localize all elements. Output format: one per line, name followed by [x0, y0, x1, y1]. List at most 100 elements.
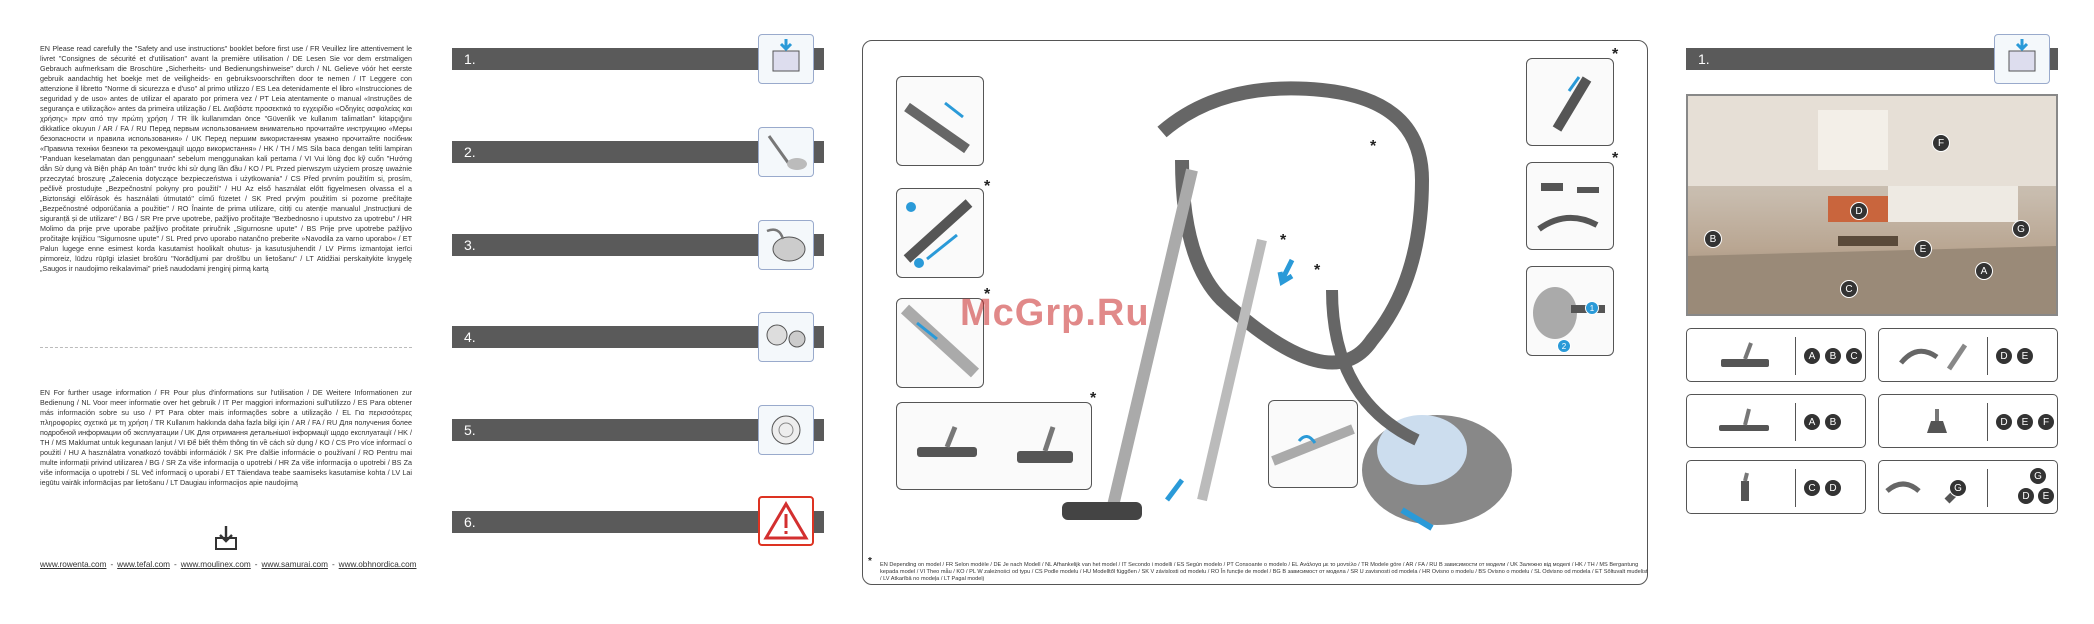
model-asterisk: *: [1612, 46, 1619, 63]
surface-badge: C: [1845, 347, 1863, 365]
room-badge-a: A: [1975, 262, 1993, 280]
model-asterisk: *: [984, 286, 991, 303]
accessory-parquet-head: A B: [1686, 394, 1866, 448]
room-badge-c: C: [1840, 280, 1858, 298]
assembly-diagram: [862, 40, 1648, 585]
step-label: 4.: [464, 329, 476, 345]
surface-badge: F: [2037, 413, 2055, 431]
handle-detail-box: [896, 76, 984, 166]
room-badge-d: D: [1850, 202, 1868, 220]
surface-badge: B: [1824, 413, 1842, 431]
surface-letters: D E F: [1995, 413, 2055, 431]
unboxing-icon: [758, 34, 814, 84]
hose-handle-box: [1526, 58, 1614, 146]
divider: [1987, 403, 1988, 441]
warning-icon: [758, 496, 814, 546]
surface-badge: C: [1803, 479, 1821, 497]
callout-1: 1: [1585, 301, 1599, 315]
link-obhnordica[interactable]: www.obhnordica.com: [338, 560, 417, 569]
callout-2: 2: [1557, 339, 1571, 353]
surface-badge: D: [1995, 347, 2013, 365]
filter-icon: [758, 405, 814, 455]
link-separator: -: [173, 560, 177, 569]
living-room-photo: A B C D E F G: [1686, 94, 2058, 316]
model-asterisk: *: [1370, 138, 1377, 155]
footnote-text: EN Depending on model / FR Selon modèle …: [880, 562, 1648, 582]
link-samurai[interactable]: www.samurai.com: [261, 560, 328, 569]
footnote-asterisk: *: [868, 556, 872, 567]
divider: [1795, 469, 1796, 507]
model-asterisk: *: [1280, 232, 1287, 249]
surface-letters: D E: [1995, 347, 2034, 365]
tube-adjust-box: [896, 298, 984, 388]
divider: [1987, 469, 1988, 507]
right-step-bar: 1.: [1686, 48, 2058, 70]
hose-insert-box: 1 2: [1526, 266, 1614, 356]
step-label: 5.: [464, 422, 476, 438]
model-asterisk: *: [1612, 150, 1619, 167]
accessory-kit: G G D E: [1878, 460, 2058, 514]
step-bar-4: 4.: [452, 326, 824, 348]
download-icon: [212, 524, 240, 552]
step-bar-6: 6.: [452, 511, 824, 533]
accessory-crevice-tool: C D: [1686, 460, 1866, 514]
step-bar-5: 5.: [452, 419, 824, 441]
brand-links: www.rowenta.com - www.tefal.com - www.mo…: [40, 560, 420, 569]
step-label: 3.: [464, 237, 476, 253]
surface-badge: E: [2037, 487, 2055, 505]
step-label: 1.: [1698, 51, 1710, 67]
link-rowenta[interactable]: www.rowenta.com: [40, 560, 107, 569]
step-bar-3: 3.: [452, 234, 824, 256]
link-separator: -: [110, 560, 114, 569]
surface-letters: A B: [1803, 413, 1842, 431]
link-moulinex[interactable]: www.moulinex.com: [180, 560, 251, 569]
accessory-floor-head: A B C: [1686, 328, 1866, 382]
step-label: 2.: [464, 144, 476, 160]
hose-connect-box: [896, 188, 984, 278]
surface-badge: E: [2016, 347, 2034, 365]
unboxing-icon: [1994, 34, 2050, 84]
model-asterisk: *: [1314, 262, 1321, 279]
vacuum-assembly-icon: [758, 127, 814, 177]
surface-badge: G: [1949, 479, 1967, 497]
room-badge-b: B: [1704, 230, 1722, 248]
surface-letters: C D: [1803, 479, 1842, 497]
surface-letters: A B C: [1803, 347, 1863, 365]
model-asterisk: *: [984, 178, 991, 195]
vacuum-illustration: [1062, 81, 1512, 531]
surface-badge: D: [1995, 413, 2013, 431]
usage-info-column: EN For further usage information / FR Po…: [40, 388, 412, 496]
step-label: 6.: [464, 514, 476, 530]
divider: [1795, 337, 1796, 375]
step-bar-2: 2.: [452, 141, 824, 163]
room-badge-e: E: [1914, 240, 1932, 258]
link-tefal[interactable]: www.tefal.com: [117, 560, 170, 569]
telescopic-tube-box: [1268, 400, 1358, 488]
divider: [40, 347, 412, 348]
room-badge-g: G: [2012, 220, 2030, 238]
link-separator: -: [254, 560, 258, 569]
accessory-extension: D E: [1878, 328, 2058, 382]
step-label: 1.: [464, 51, 476, 67]
surface-badge: G: [2029, 467, 2047, 485]
surface-badge: E: [2016, 413, 2034, 431]
floor-heads-box: [896, 402, 1092, 490]
usage-info-text: EN For further usage information / FR Po…: [40, 388, 412, 487]
vacuum-body-icon: [758, 220, 814, 270]
container-icon: [758, 312, 814, 362]
divider: [1795, 403, 1796, 441]
divider: [1987, 337, 1988, 375]
surface-badge: A: [1803, 347, 1821, 365]
accessory-upholstery-tool: D E F: [1878, 394, 2058, 448]
room-badge-f: F: [1932, 134, 1950, 152]
step-bar-1: 1.: [452, 48, 824, 70]
surface-badge: A: [1803, 413, 1821, 431]
surface-badge: D: [1824, 479, 1842, 497]
surface-badge: B: [1824, 347, 1842, 365]
safety-instructions-text: EN Please read carefully the "Safety and…: [40, 44, 412, 273]
accessories-box: [1526, 162, 1614, 250]
surface-badge: D: [2017, 487, 2035, 505]
safety-text-column: EN Please read carefully the "Safety and…: [40, 44, 412, 282]
model-asterisk: *: [1090, 390, 1097, 407]
link-separator: -: [331, 560, 335, 569]
